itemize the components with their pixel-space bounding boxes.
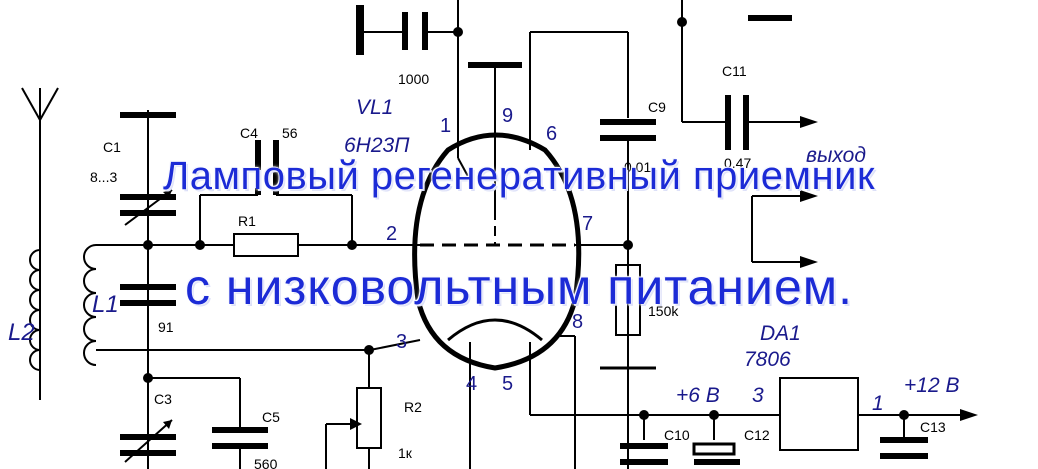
regulator-pin-in: 3 [752,384,764,407]
coil-l2 [29,249,41,371]
c10-ref: C10 [664,427,690,443]
arrow-output-3 [800,256,818,268]
c13-ref: C13 [920,419,946,435]
c9-ref: C9 [648,99,666,115]
pin-1: 1 [440,115,451,137]
pin-9: 9 [502,105,513,127]
tube-envelope [412,132,582,371]
r2-ref: R2 [404,399,422,415]
title-line-1: Ламповый регенеративный приемник [163,154,875,198]
arrow-output-2 [800,190,818,202]
c11-value: 0.47 [724,155,751,171]
c9-value: 0.01 [624,159,651,175]
arrow-12v [960,409,978,421]
c5-ref: C5 [262,409,280,425]
regulator-da1-body [779,377,859,451]
pin-7: 7 [582,213,593,235]
arrow-output-1 [800,116,818,128]
c2-value: 91 [158,319,174,335]
resistor-r2-body [356,387,382,449]
c1-ref: C1 [103,139,121,155]
c4-value: 56 [282,125,298,141]
r1-ref: R1 [238,213,256,229]
pin-8: 8 [572,311,583,333]
c4-ref: C4 [240,125,258,141]
output-label: выход [806,144,866,167]
c1-value: 8...3 [90,169,117,185]
c11-ref: C11 [722,63,747,79]
regulator-pin-out: 1 [872,392,884,415]
regulator-type: 7806 [744,348,791,371]
c3-ref: C3 [154,391,172,407]
regulator-ref: DA1 [760,322,801,345]
c-top-value: 1000 [398,71,429,87]
rail-6v: +6 В [676,384,720,407]
antenna-symbol [21,87,59,400]
r2-value: 1к [398,445,413,461]
pin-3: 3 [396,331,407,353]
pin-5: 5 [502,373,513,395]
resistor-r1-body [233,233,299,257]
l2-ref: L2 [8,319,35,346]
c5-value: 560 [254,456,278,469]
tube-ref: VL1 [356,96,393,119]
tube-type: 6Н23П [344,134,410,157]
l1-ref: L1 [92,291,119,318]
pin-6: 6 [546,123,557,145]
pin-2: 2 [386,223,397,245]
r3-value: 150k [648,303,679,319]
title-line-2: с низковольтным питанием. [184,259,854,315]
coil-l1 [83,244,97,366]
c12-ref: C12 [744,427,770,443]
pin-4: 4 [466,373,477,395]
rail-12v: +12 В [904,374,959,397]
